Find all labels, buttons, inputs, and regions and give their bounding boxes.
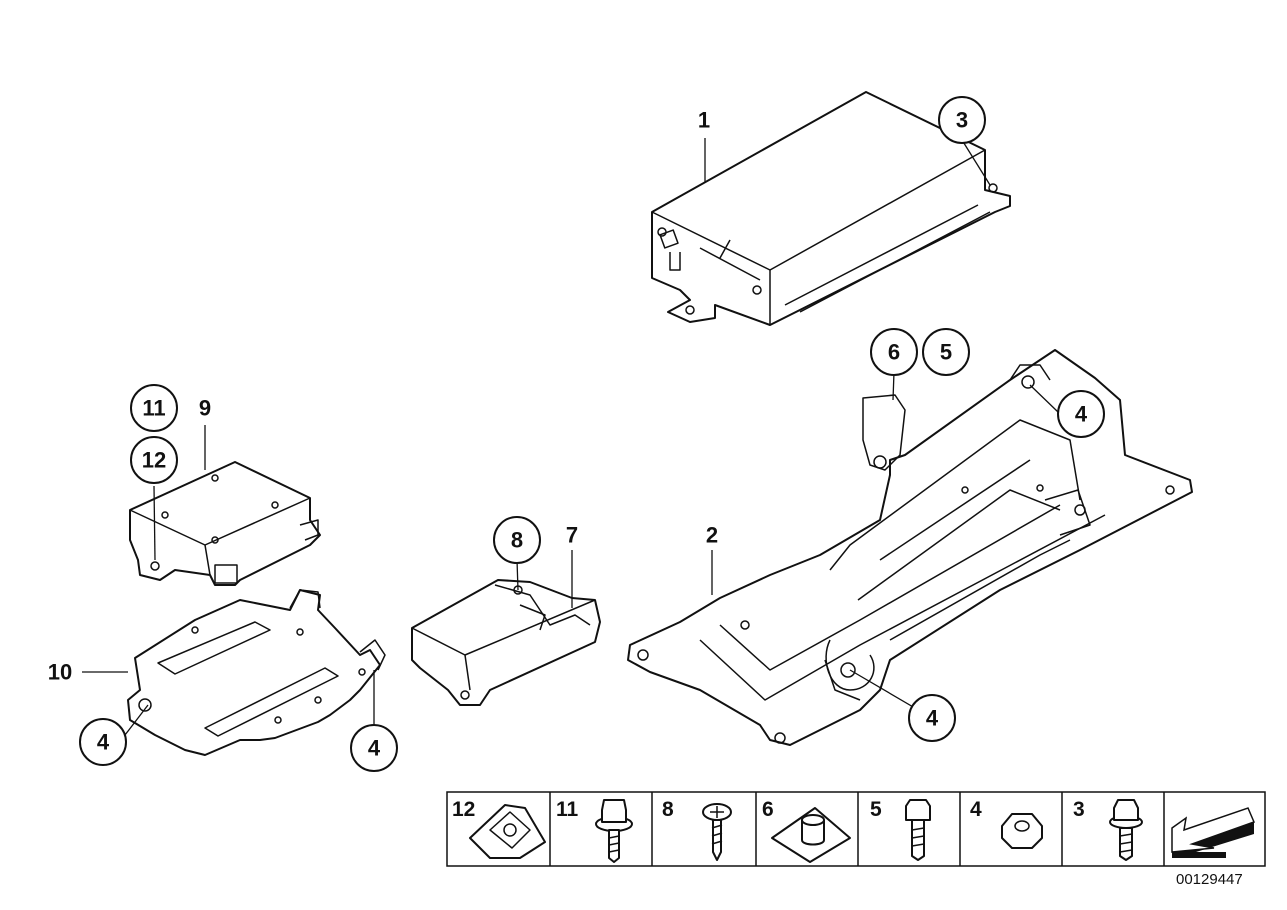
leader-lines <box>82 138 1059 736</box>
svg-text:8: 8 <box>511 528 523 553</box>
callout-9: 9 <box>199 396 211 421</box>
part-7-module <box>411 579 601 706</box>
callout-3: 3 <box>938 96 986 144</box>
callout-8: 8 <box>493 516 541 564</box>
hex-nut-icon <box>1001 813 1043 849</box>
svg-text:9: 9 <box>199 396 211 421</box>
svg-text:4: 4 <box>1075 402 1088 427</box>
svg-text:6: 6 <box>888 340 900 365</box>
legend-cell-11: 11 <box>556 798 633 863</box>
svg-text:4: 4 <box>97 730 110 755</box>
callout-4-bottom-right: 4 <box>908 694 956 742</box>
clip-nut-sleeve-icon <box>771 807 851 863</box>
legend-cell-arrow <box>1171 807 1256 858</box>
svg-text:3: 3 <box>1073 798 1085 821</box>
callout-5: 5 <box>922 328 970 376</box>
legend-cell-12: 12 <box>452 798 546 859</box>
svg-text:12: 12 <box>452 798 475 821</box>
callout-11: 11 <box>130 384 178 432</box>
svg-text:4: 4 <box>926 706 939 731</box>
parts-legend: 12 11 8 <box>446 791 1266 867</box>
svg-text:6: 6 <box>762 798 774 821</box>
svg-text:8: 8 <box>662 798 674 821</box>
callout-7: 7 <box>566 523 578 548</box>
direction-arrow-icon <box>1171 807 1256 858</box>
hex-bolt-icon <box>905 799 931 861</box>
callout-6: 6 <box>870 328 918 376</box>
callout-4-center: 4 <box>350 724 398 772</box>
callout-12: 12 <box>130 436 178 484</box>
svg-text:7: 7 <box>566 523 578 548</box>
svg-text:10: 10 <box>48 660 72 685</box>
part-1-control-unit <box>651 91 1011 326</box>
svg-text:12: 12 <box>142 448 166 473</box>
callout-4-left: 4 <box>79 718 127 766</box>
callout-2: 2 <box>706 523 718 548</box>
legend-cell-8: 8 <box>662 798 732 861</box>
svg-text:1: 1 <box>698 108 710 133</box>
legend-cell-5: 5 <box>870 798 931 861</box>
document-number: 00129447 <box>1176 871 1243 888</box>
legend-cell-3: 3 <box>1073 798 1143 861</box>
legend-cell-4: 4 <box>970 798 1043 849</box>
callout-1: 1 <box>698 108 710 133</box>
legend-cell-6: 6 <box>762 798 851 863</box>
part-10-mounting-plate <box>127 589 386 756</box>
hex-bolt-washer-icon <box>595 799 633 863</box>
svg-text:3: 3 <box>956 108 968 133</box>
svg-text:11: 11 <box>142 396 165 421</box>
svg-text:2: 2 <box>706 523 718 548</box>
svg-text:4: 4 <box>368 736 381 761</box>
svg-text:4: 4 <box>970 798 982 821</box>
svg-text:5: 5 <box>940 340 952 365</box>
callout-10: 10 <box>48 660 72 685</box>
callout-4-top-right: 4 <box>1057 390 1105 438</box>
pan-screw-icon <box>702 803 732 861</box>
part-2-bracket <box>627 349 1193 746</box>
svg-text:5: 5 <box>870 798 882 821</box>
clip-nut-icon <box>469 804 546 859</box>
svg-text:11: 11 <box>556 798 579 821</box>
flange-bolt-icon <box>1109 799 1143 861</box>
